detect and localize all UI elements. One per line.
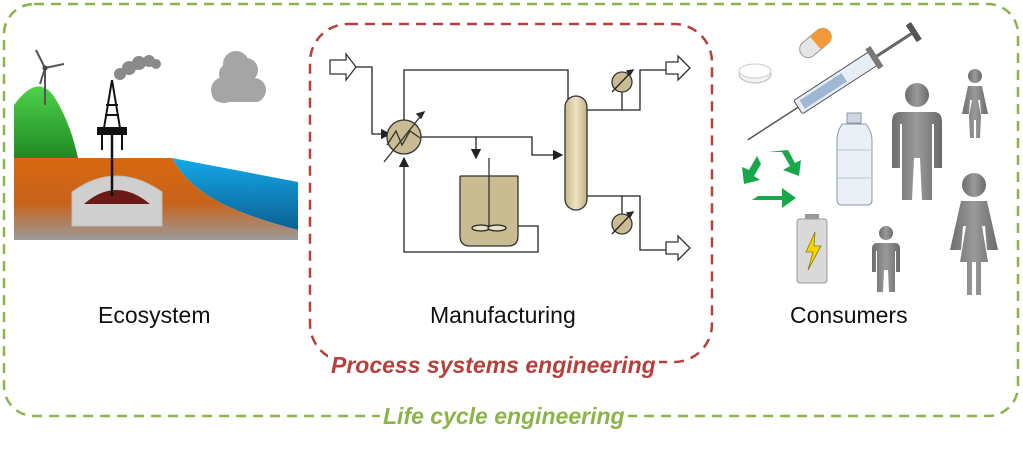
capsule-icon <box>799 27 832 59</box>
stream-arrow-icon <box>665 234 691 262</box>
woman-icon <box>962 69 988 138</box>
recycle-icon <box>742 150 801 208</box>
wind-turbine-icon <box>35 49 65 105</box>
stream-arrow-icon <box>329 52 357 82</box>
child-icon <box>872 226 900 292</box>
ecosystem-illustration <box>14 49 298 240</box>
man-icon <box>892 83 942 200</box>
process-flowsheet <box>329 52 691 262</box>
pill-icon <box>738 63 772 84</box>
reboiler-icon <box>611 211 635 235</box>
distillation-column-icon <box>564 95 588 211</box>
cloud-icon <box>211 51 266 103</box>
stream-arrow-icon <box>665 54 691 82</box>
process-systems-engineering-label: Process systems engineering <box>328 352 659 379</box>
smoke-icon <box>114 55 161 80</box>
consumers-label: Consumers <box>790 302 908 328</box>
manufacturing-label: Manufacturing <box>430 302 576 328</box>
condenser-icon <box>611 69 635 93</box>
sea <box>172 158 298 230</box>
bottle-icon <box>836 112 873 206</box>
woman-icon <box>950 173 998 295</box>
oil-rig-icon <box>97 79 127 196</box>
syringe-icon <box>747 22 922 141</box>
life-cycle-engineering-label: Life cycle engineering <box>380 403 628 430</box>
battery-icon <box>796 214 828 284</box>
reservoir-icon <box>71 175 163 227</box>
consumers-illustration <box>738 22 998 295</box>
ecosystem-label: Ecosystem <box>98 302 211 328</box>
hill <box>14 86 78 158</box>
reactor-icon <box>459 158 519 247</box>
